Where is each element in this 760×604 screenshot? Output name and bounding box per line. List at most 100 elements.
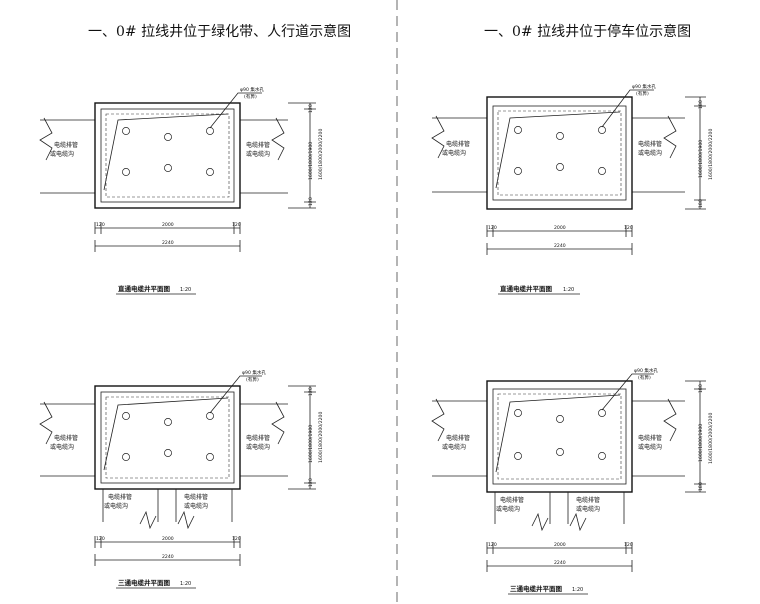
dim-outer-width: 2240 <box>162 554 174 560</box>
dim-horizontal-1 <box>486 542 633 554</box>
drain-hole <box>514 126 522 134</box>
dim-left-wall: 120 <box>96 222 105 228</box>
drain-hole <box>122 412 130 420</box>
dim-horizontal-2 <box>486 243 633 255</box>
pipe-label-left-1: 电缆排管 <box>446 434 470 442</box>
well-cover-outline <box>497 110 622 196</box>
branch-label-left-2: 或电缆沟 <box>496 505 520 513</box>
dim-outer-height: 1600/1800/2000/2200 <box>708 413 714 464</box>
branch-label-left-1: 电缆排管 <box>500 496 524 504</box>
dim-bottom-wall: 180 <box>698 482 704 491</box>
well-cover-outline <box>105 113 230 198</box>
pipe-label-left-1: 电缆排管 <box>54 434 78 442</box>
branch-break-left <box>531 512 549 532</box>
panel-right-tee: 电缆排管 或电缆沟 电缆排管 或电缆沟 φ90 集水孔 (有箅) 电缆排管 或电… <box>431 367 714 595</box>
pipe-label-right-1: 电缆排管 <box>246 434 270 442</box>
dim-vertical <box>685 380 706 493</box>
drain-hole <box>556 448 564 456</box>
pipe-label-left-1: 电缆排管 <box>54 141 78 149</box>
well-outer-wall <box>94 102 241 209</box>
drain-hole <box>164 164 172 172</box>
pipe-left-edge <box>432 400 487 477</box>
drain-hole <box>122 168 130 176</box>
pipe-right-edge <box>240 403 288 477</box>
hole-label: φ90 集水孔 <box>242 369 267 376</box>
floor-slope-line <box>495 394 621 473</box>
branch-label-right-2: 或电缆沟 <box>576 505 600 513</box>
pipe-label-left-1: 电缆排管 <box>446 140 470 148</box>
left-title: 一、0# 拉线井位于绿化带、人行道示意图 <box>88 23 351 40</box>
drain-hole <box>598 409 606 417</box>
branch-label-left-1: 电缆排管 <box>108 493 132 501</box>
drain-hole <box>598 167 606 175</box>
branch-pipe-left-edges <box>494 492 551 524</box>
dim-horizontal-1 <box>486 225 633 237</box>
well-inner-wall <box>100 391 235 484</box>
hole-sublabel: (有箅) <box>246 376 259 383</box>
drain-hole <box>598 126 606 134</box>
branch-label-right-1: 电缆排管 <box>184 493 208 501</box>
caption-scale: 1:20 <box>563 287 574 293</box>
caption: 直通电缆井平面图 <box>118 284 171 293</box>
pipe-break-right <box>663 115 677 159</box>
pipe-right-edge <box>632 400 685 477</box>
drain-hole <box>514 409 522 417</box>
pipe-break-left <box>39 401 53 445</box>
caption-scale: 1:20 <box>180 581 191 587</box>
dim-bottom-wall: 120 <box>308 197 314 206</box>
dim-inner-height: 1600/1800/1900 <box>698 424 704 462</box>
pipe-left-edge <box>40 119 95 194</box>
branch-label-right-1: 电缆排管 <box>576 496 600 504</box>
caption: 三通电缆井平面图 <box>118 578 171 587</box>
hole-leader <box>209 375 262 414</box>
caption: 直通电缆井平面图 <box>500 284 553 293</box>
well-cover-outline <box>105 396 230 479</box>
well-inner-wall <box>100 108 235 203</box>
hole-sublabel: (有箅) <box>636 90 649 97</box>
dim-horizontal-2 <box>94 240 241 252</box>
dim-outer-width: 2240 <box>162 240 174 246</box>
dim-left-wall: 120 <box>96 536 105 542</box>
drain-hole <box>206 412 214 420</box>
well-outer-wall <box>486 96 633 210</box>
pipe-right-edge <box>632 117 685 193</box>
dim-top-wall: 120 <box>308 387 314 396</box>
pipe-label-right-1: 电缆排管 <box>246 141 270 149</box>
hole-leader <box>209 92 262 129</box>
drain-hole <box>598 452 606 460</box>
drain-hole <box>206 127 214 135</box>
pipe-label-right-2: 或电缆沟 <box>246 150 270 158</box>
dim-right-wall: 120 <box>232 222 241 228</box>
dim-outer-width: 2240 <box>554 560 566 566</box>
pipe-label-left-2: 或电缆沟 <box>442 149 466 157</box>
dim-vertical <box>288 385 316 490</box>
pipe-break-right <box>271 117 285 161</box>
hole-sublabel: (有箅) <box>244 93 257 100</box>
dim-outer-height: 1600/1800/2000/2200 <box>318 412 324 463</box>
pipe-break-right <box>271 401 285 445</box>
pipe-label-left-2: 或电缆沟 <box>50 443 74 451</box>
dim-vertical <box>685 96 706 210</box>
drain-hole <box>164 449 172 457</box>
pipe-label-left-2: 或电缆沟 <box>50 150 74 158</box>
branch-pipe-right-edges <box>175 489 233 522</box>
caption-scale: 1:20 <box>572 587 583 593</box>
well-cover-outline <box>497 393 622 480</box>
hole-label: φ90 集水孔 <box>634 367 659 374</box>
dim-outer-width: 2240 <box>554 243 566 249</box>
pipe-break-right <box>663 398 677 442</box>
dim-inner-width: 2000 <box>554 542 566 548</box>
hole-label: φ90 集水孔 <box>632 83 657 90</box>
drain-hole <box>164 133 172 141</box>
drain-hole <box>122 453 130 461</box>
hole-label: φ90 集水孔 <box>240 86 265 93</box>
pipe-break-left <box>431 115 445 159</box>
dim-horizontal-2 <box>486 560 633 572</box>
branch-pipe-right-edges <box>567 492 625 524</box>
caption-scale: 1:20 <box>180 287 191 293</box>
drain-hole <box>556 132 564 140</box>
drain-hole <box>122 127 130 135</box>
pipe-break-left <box>431 398 445 442</box>
dim-top-wall: 120 <box>308 104 314 113</box>
pipe-label-right-2: 或电缆沟 <box>638 443 662 451</box>
